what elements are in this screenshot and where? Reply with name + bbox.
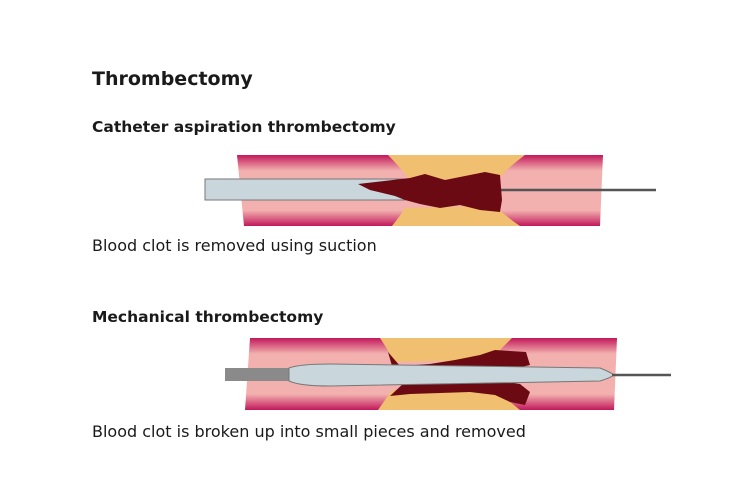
plaque-bottom xyxy=(378,390,520,410)
section-caption-mechanical: Blood clot is broken up into small piece… xyxy=(92,422,526,441)
aspiration-diagram xyxy=(204,155,656,226)
clot-fragments-bottom xyxy=(390,380,530,405)
section-caption-aspiration: Blood clot is removed using suction xyxy=(92,236,377,255)
blood-clot xyxy=(358,172,502,212)
section-heading-mechanical: Mechanical thrombectomy xyxy=(92,308,324,326)
page-title: Thrombectomy xyxy=(92,68,253,90)
section-heading-aspiration: Catheter aspiration thrombectomy xyxy=(92,118,396,136)
plaque-bottom xyxy=(392,206,520,226)
mechanical-diagram xyxy=(225,338,671,410)
catheter xyxy=(225,368,289,381)
